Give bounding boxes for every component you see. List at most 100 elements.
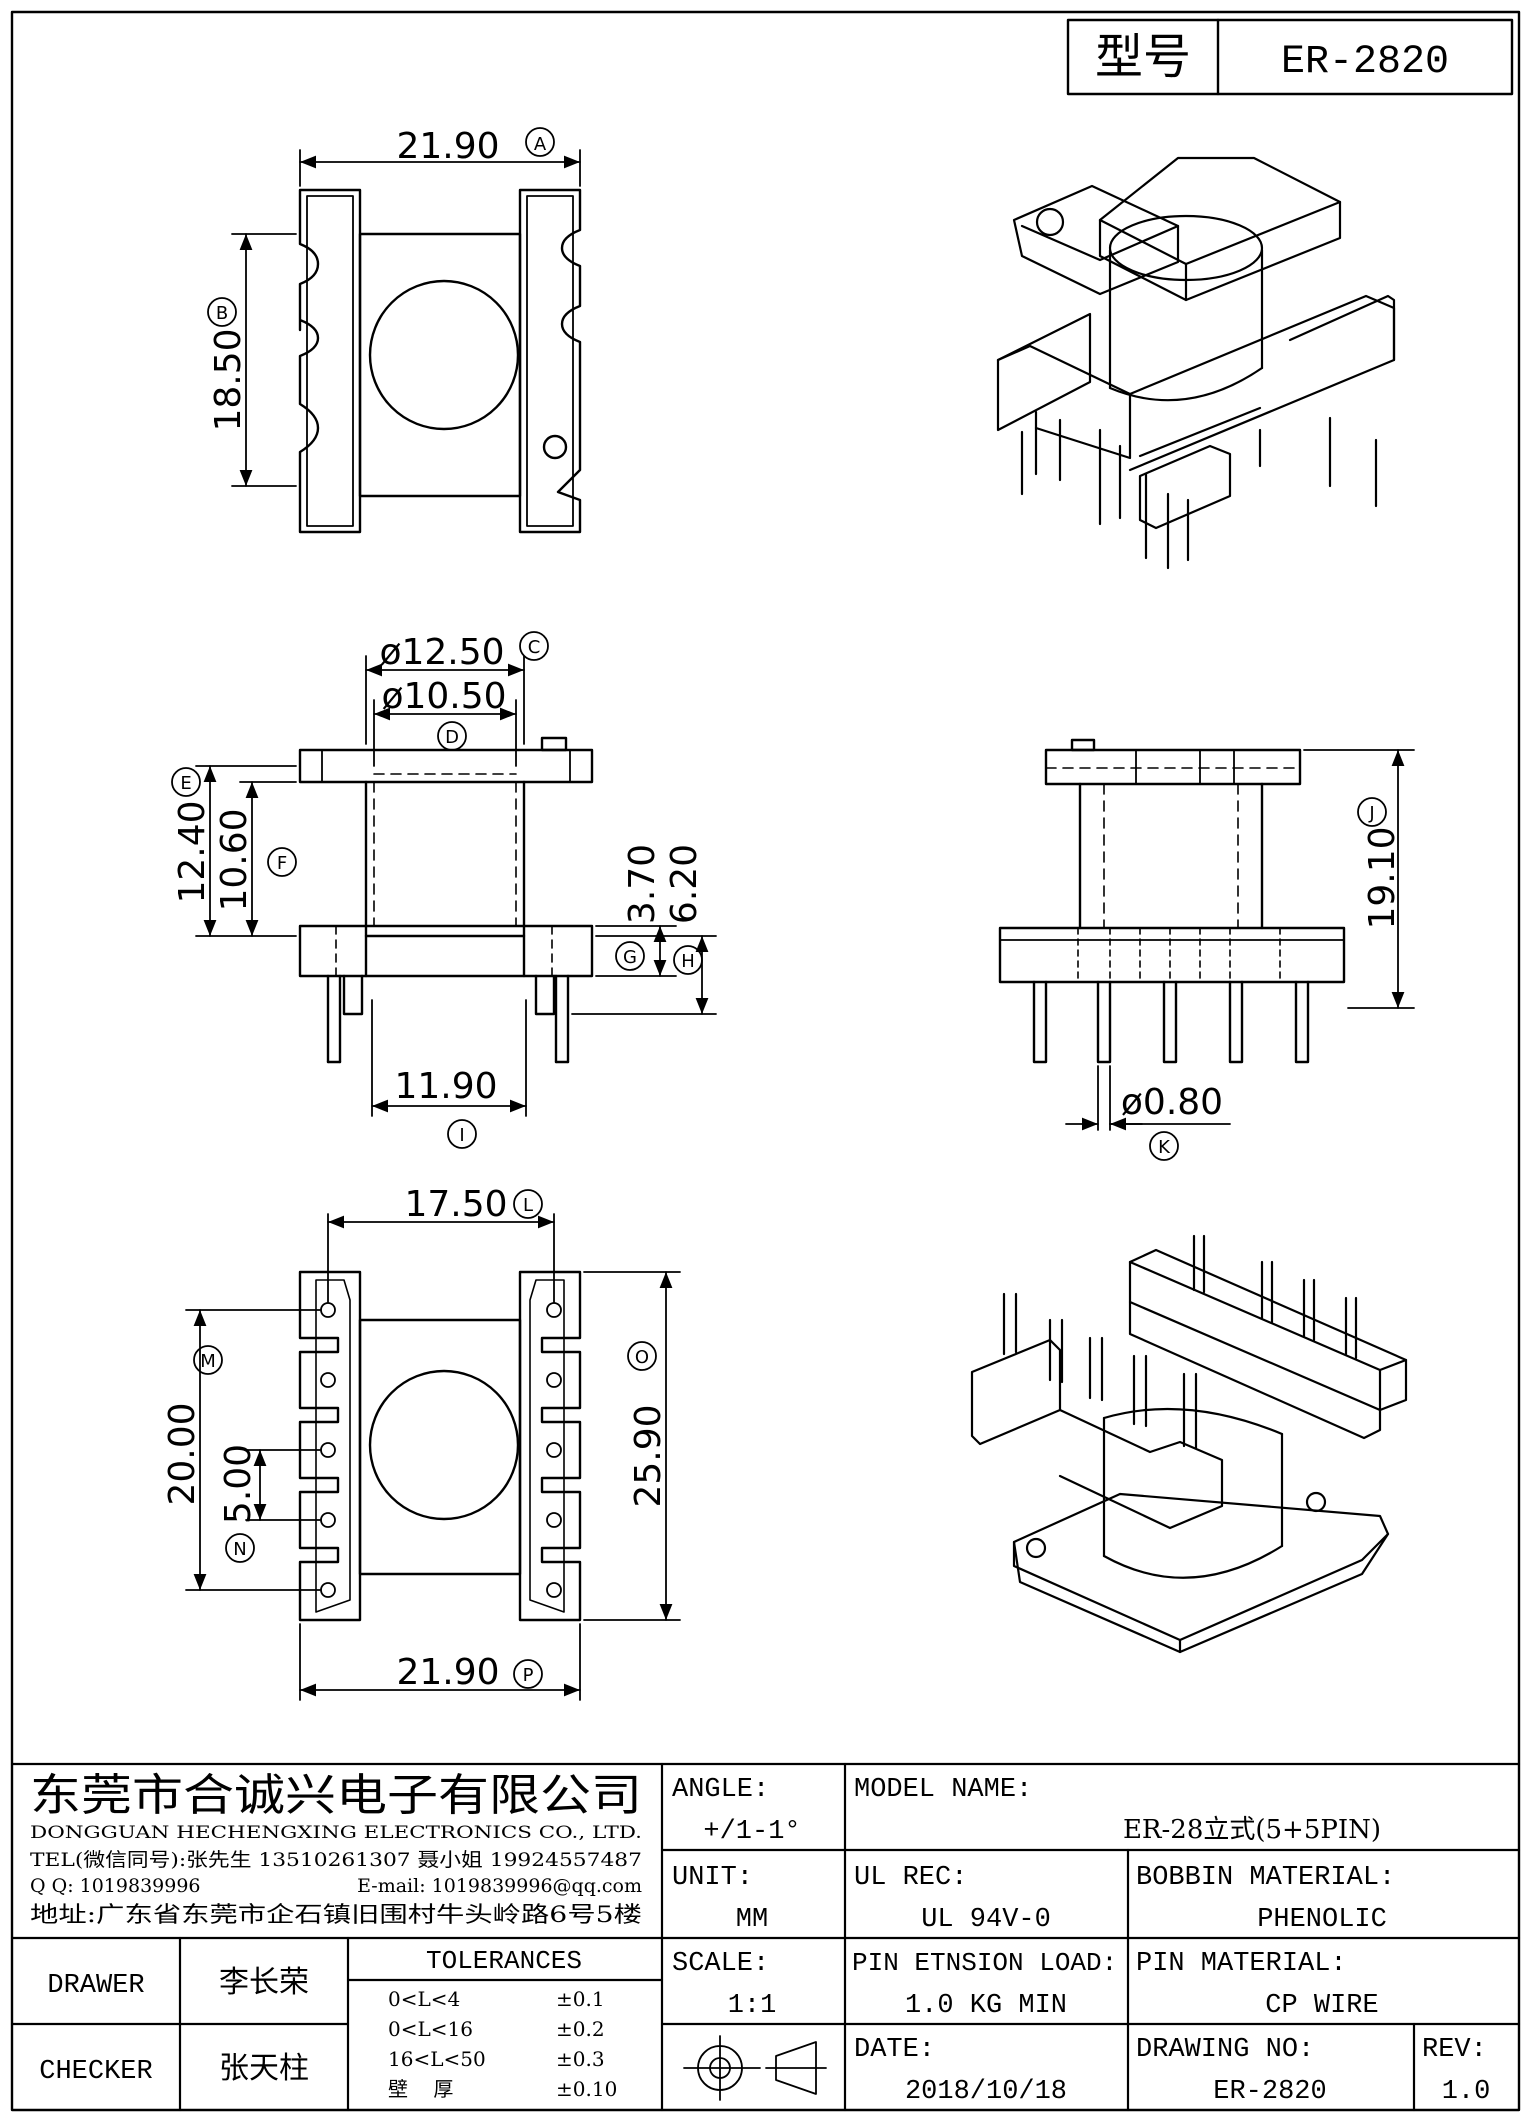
company-tel: TEL(微信同号):张先生 13510261307 聂小姐 1992455748…: [30, 1849, 642, 1871]
dim-n-letter: N: [233, 1539, 246, 1560]
dim-p-value: 21.90: [396, 1652, 499, 1693]
tol-value-1: ±0.1: [556, 1987, 605, 2011]
model-label: 型号: [1095, 29, 1191, 85]
front-view: [298, 736, 594, 1064]
dim-b: [207, 233, 297, 487]
projection-symbol: [683, 2035, 827, 2101]
drawer-name: 李长荣: [219, 1965, 309, 2000]
drawing-no-label: DRAWING NO:: [1136, 2035, 1314, 2065]
dim-p: [299, 1623, 581, 1701]
dim-k-letter: K: [1158, 1137, 1171, 1158]
rev-label: REV:: [1422, 2035, 1487, 2065]
date-value: 2018/10/18: [905, 2077, 1067, 2107]
rev-value: 1.0: [1442, 2077, 1491, 2107]
company-qq: Q Q: 1019839996: [30, 1875, 201, 1897]
pin-mat-value: CP WIRE: [1265, 1991, 1378, 2021]
model-title-box: [1066, 18, 1514, 96]
unit-value: MM: [736, 1905, 768, 1935]
dim-c-value: ø12.50: [379, 632, 504, 673]
dim-k-value: ø0.80: [1121, 1082, 1223, 1123]
checker-name: 张天柱: [219, 2051, 309, 2086]
pin-load-label: PIN ETNSION LOAD:: [852, 1948, 1117, 1978]
bottom-view: [298, 1270, 582, 1622]
dim-l-value: 17.50: [404, 1184, 507, 1225]
company-email: E-mail: 1019839996@qq.com: [357, 1875, 642, 1897]
dim-d: [373, 699, 517, 767]
dim-d-letter: D: [445, 727, 459, 748]
dim-j-letter: J: [1368, 803, 1374, 824]
dim-i-letter: I: [459, 1125, 464, 1146]
model-name-label: MODEL NAME:: [854, 1775, 1032, 1805]
dim-e: [171, 765, 297, 937]
dim-n: [225, 1449, 321, 1563]
unit-label: UNIT:: [672, 1863, 753, 1893]
company-name-en: DONGGUAN HECHENGXING ELECTRONICS CO., LT…: [30, 1823, 642, 1843]
dim-e-value: 12.40: [172, 800, 213, 903]
scale-label: SCALE:: [672, 1949, 769, 1979]
dim-a-value: 21.90: [396, 126, 499, 167]
drawer-label: DRAWER: [47, 1971, 144, 2001]
scale-value: 1:1: [728, 1991, 777, 2021]
company-name-cn: 东莞市合诚兴电子有限公司: [30, 1770, 642, 1821]
tol-range-4: 壁 厚: [388, 2077, 453, 2101]
dim-i: [371, 999, 527, 1149]
dim-g-letter: G: [623, 947, 637, 968]
dim-h-value: 6.20: [664, 844, 705, 924]
tol-value-3: ±0.3: [556, 2047, 605, 2071]
ul-value: UL 94V-0: [921, 1905, 1051, 1935]
dim-c: [365, 631, 549, 745]
dim-j: [1303, 749, 1415, 1009]
dim-l: [327, 1189, 555, 1303]
dim-a: [299, 127, 581, 187]
dim-o-value: 25.90: [628, 1404, 669, 1507]
dim-o-letter: O: [635, 1347, 649, 1368]
tol-value-2: ±0.2: [556, 2017, 605, 2041]
dim-k: [1065, 1065, 1231, 1161]
side-pins: [1032, 980, 1310, 1064]
company-address: 地址:广东省东莞市企石镇旧围村牛头岭路6号5楼: [30, 1903, 642, 1928]
title-block-grid: [10, 1762, 1521, 2112]
tol-range-1: 0<L<4: [388, 1987, 460, 2011]
date-label: DATE:: [854, 2035, 935, 2065]
dim-m: [185, 1309, 321, 1591]
dim-g: [595, 925, 677, 977]
dim-f: [239, 781, 297, 937]
dim-i-value: 11.90: [394, 1066, 497, 1107]
dim-d-value: ø10.50: [381, 676, 506, 717]
dim-c-letter: C: [528, 637, 541, 658]
dim-e-letter: E: [180, 773, 191, 794]
ul-label: UL REC:: [854, 1863, 967, 1893]
dim-b-letter: B: [216, 303, 228, 324]
dim-f-letter: F: [277, 853, 287, 874]
dim-o: [583, 1271, 681, 1621]
dim-p-letter: P: [523, 1665, 534, 1686]
tol-value-4: ±0.10: [556, 2077, 617, 2101]
angle-label: ANGLE:: [672, 1775, 769, 1805]
dim-l-letter: L: [523, 1195, 533, 1216]
pin-mat-label: PIN MATERIAL:: [1136, 1949, 1347, 1979]
tol-range-2: 0<L<16: [388, 2017, 473, 2041]
tolerances-title: TOLERANCES: [426, 1946, 582, 1976]
dim-f-value: 10.60: [214, 808, 255, 911]
checker-label: CHECKER: [39, 2057, 152, 2087]
iso-view-bottom[interactable]: [970, 1234, 1408, 1654]
drawing-no-value: ER-2820: [1213, 2077, 1326, 2107]
top-view: [298, 188, 582, 534]
dim-j-value: 19.10: [1362, 826, 1403, 929]
pin-load-value: 1.0 KG MIN: [905, 1991, 1067, 2021]
dim-b-value: 18.50: [208, 328, 249, 431]
model-name-value: ER-28立式(5+5PIN): [1123, 1815, 1381, 1845]
bobbin-label: BOBBIN MATERIAL:: [1136, 1863, 1395, 1893]
angle-value: +/1-1°: [703, 1817, 800, 1847]
sheet-border: [10, 10, 1521, 2112]
dim-h: [571, 935, 717, 1015]
model-value: ER-2820: [1281, 40, 1449, 85]
iso-view-top[interactable]: [996, 156, 1396, 570]
dim-h-letter: H: [681, 951, 695, 972]
bobbin-value: PHENOLIC: [1257, 1905, 1387, 1935]
tol-range-3: 16<L<50: [388, 2047, 486, 2071]
bottom-pin-holes: [320, 1302, 562, 1598]
dim-m-value: 20.00: [162, 1402, 203, 1505]
dim-m-letter: M: [200, 1351, 216, 1372]
